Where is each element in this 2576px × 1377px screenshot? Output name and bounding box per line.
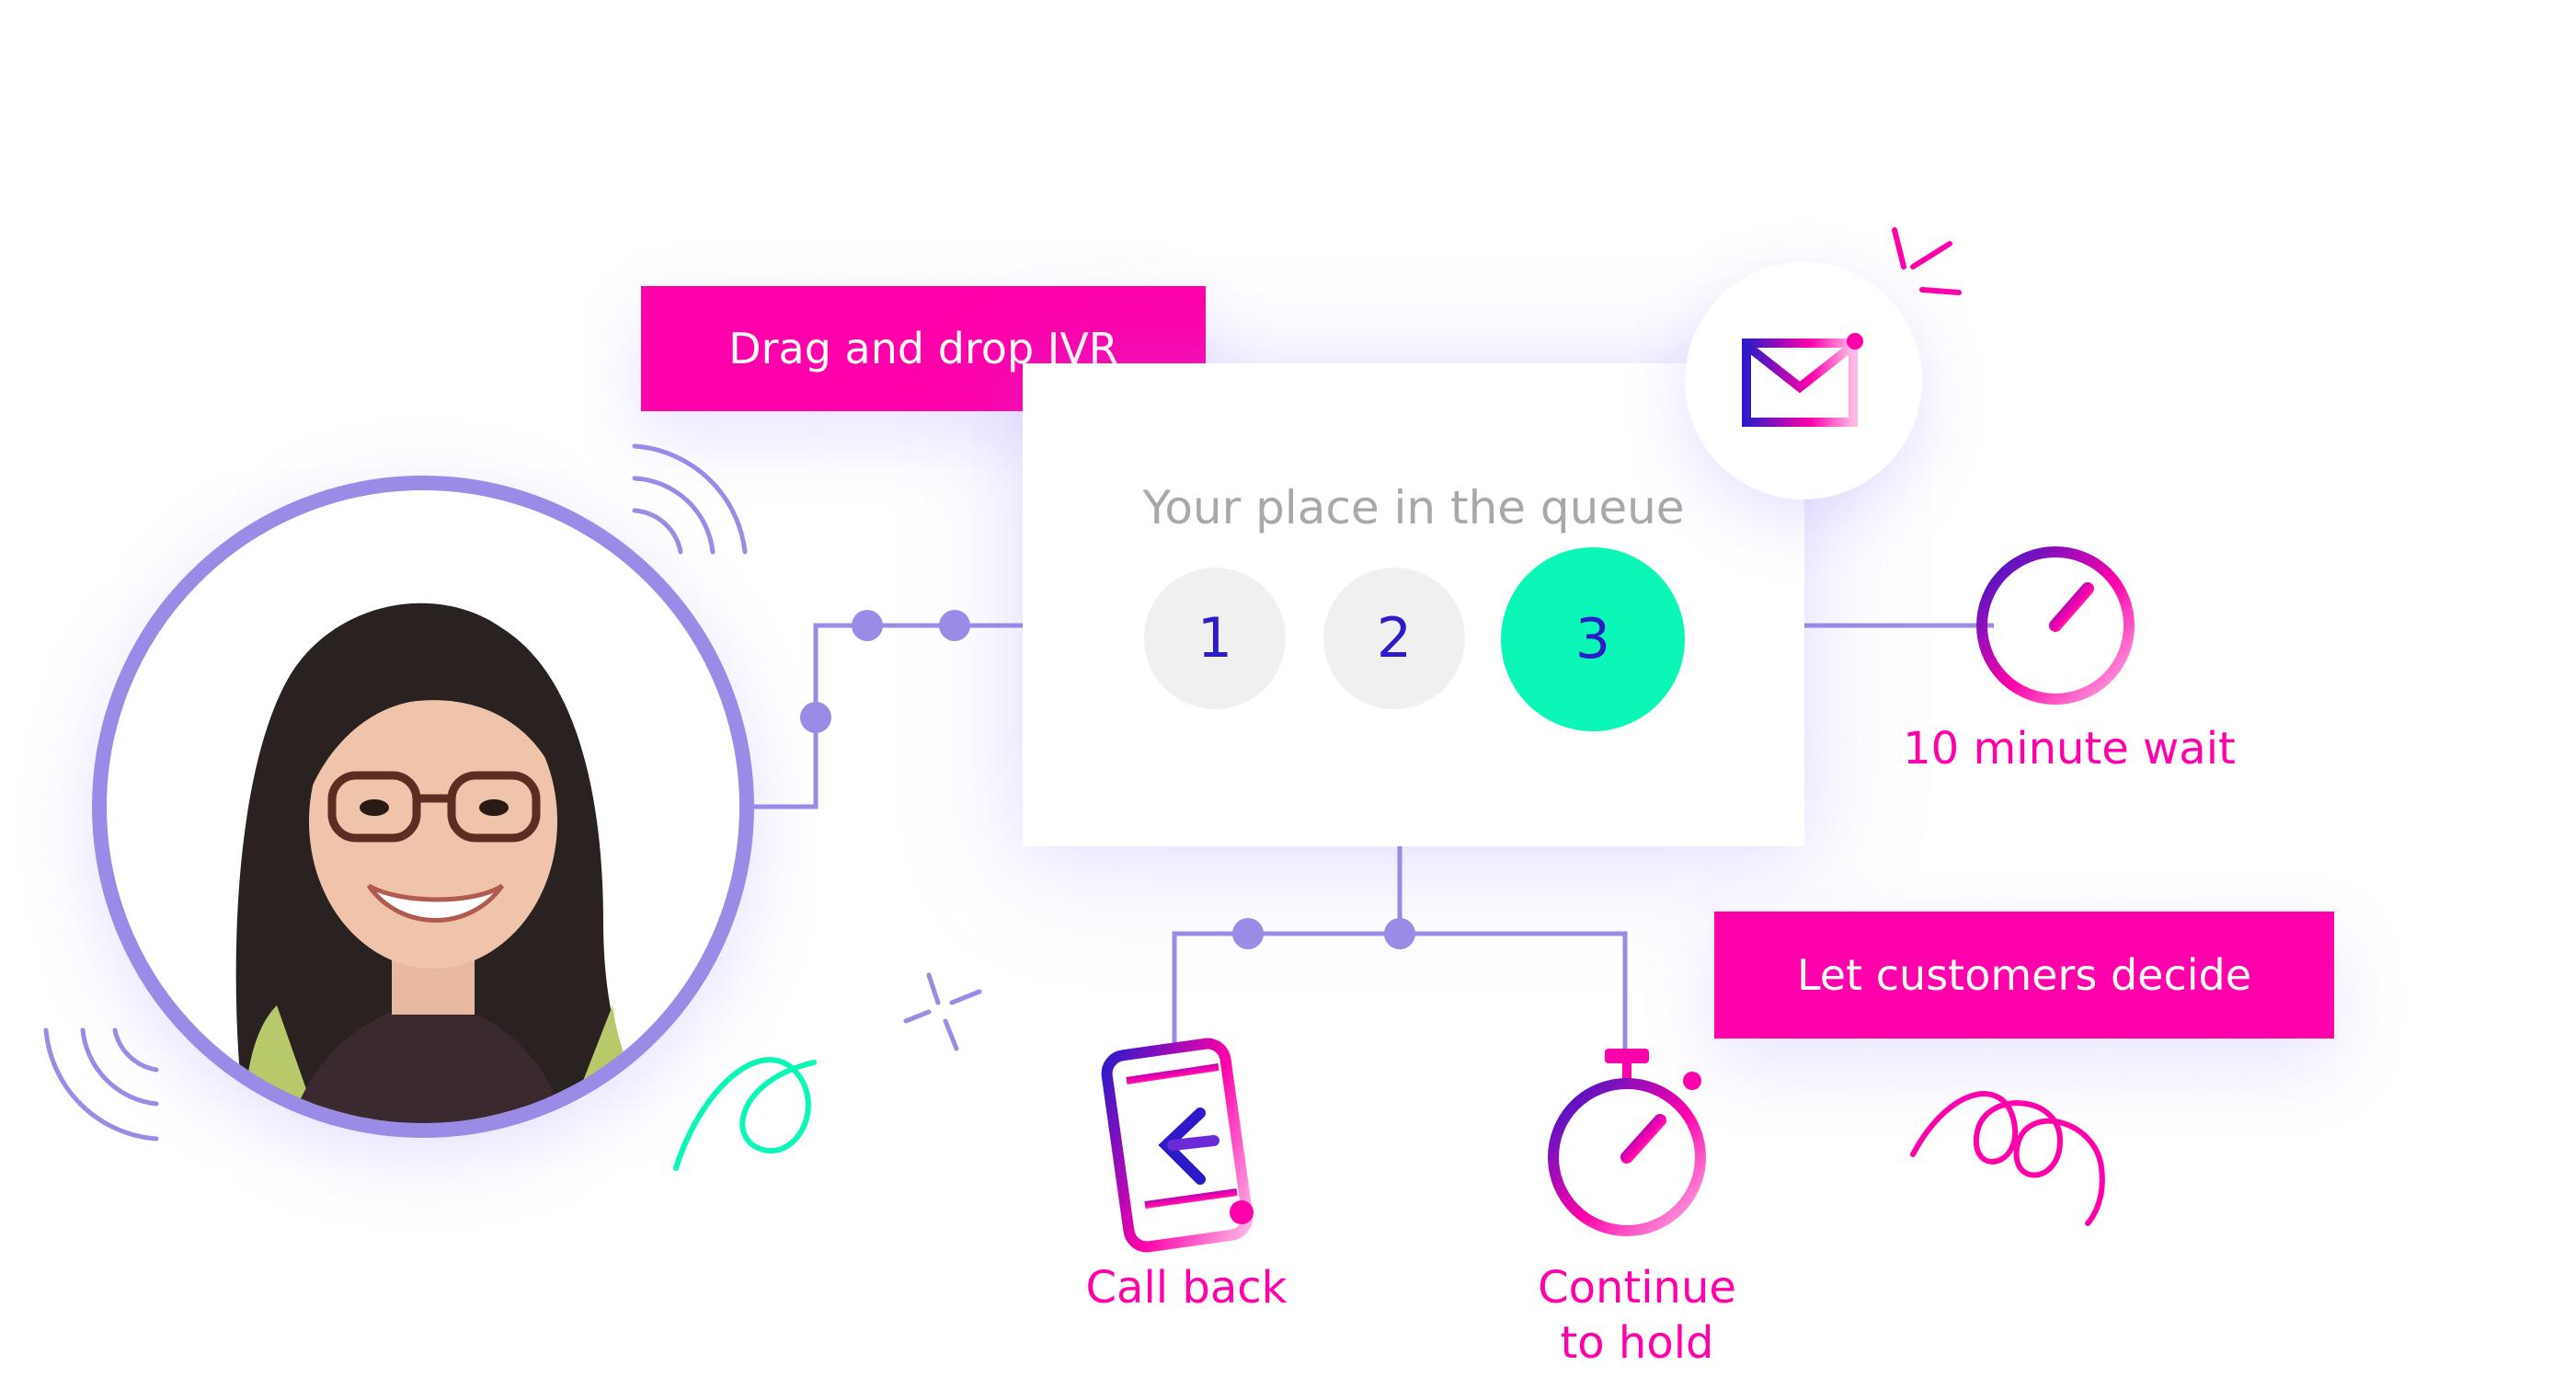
options-connector-nodes xyxy=(1232,918,1415,949)
avatar-connector xyxy=(754,623,1023,809)
green-squiggle-icon xyxy=(673,1057,817,1171)
stopwatch-icon xyxy=(1976,546,2135,705)
drag-and-drop-ivr-tag: Drag and drop IVR xyxy=(641,286,1206,411)
options-connector xyxy=(1172,846,1628,1053)
phone-callback-icon xyxy=(1101,1038,1254,1253)
let-customers-decide-tag: Let customers decide xyxy=(1714,912,2334,1038)
queue-position-1: 1 xyxy=(1144,568,1286,709)
mail-icon xyxy=(1742,333,1863,427)
continue-to-hold-line-1: Continue xyxy=(1538,1262,1736,1314)
sound-waves-top-icon xyxy=(632,443,748,555)
continue-to-hold-line-2: to hold xyxy=(1560,1317,1714,1369)
avatar-connector-nodes xyxy=(800,610,970,733)
continue-to-hold-label: Continue to hold xyxy=(1471,1260,1803,1371)
queue-card: Your place in the queue 1 2 3 xyxy=(1023,363,1804,846)
wait-label: 10 minute wait xyxy=(1903,723,2236,775)
call-back-label: Call back xyxy=(1085,1262,1288,1314)
magenta-coil-icon xyxy=(1910,1091,2105,1226)
queue-title: Your place in the queue xyxy=(1142,481,1685,534)
queue-position-current: 3 xyxy=(1501,547,1685,731)
timer-icon xyxy=(1548,1049,1706,1236)
mail-badge xyxy=(1685,262,1922,499)
queue-position-2: 2 xyxy=(1323,568,1465,709)
customer-avatar xyxy=(92,476,754,1138)
sound-waves-bottom-icon xyxy=(43,1027,159,1142)
notification-dashes-icon xyxy=(1892,227,1962,295)
customer-portrait xyxy=(235,602,658,1123)
sparkle-icon xyxy=(903,972,982,1051)
